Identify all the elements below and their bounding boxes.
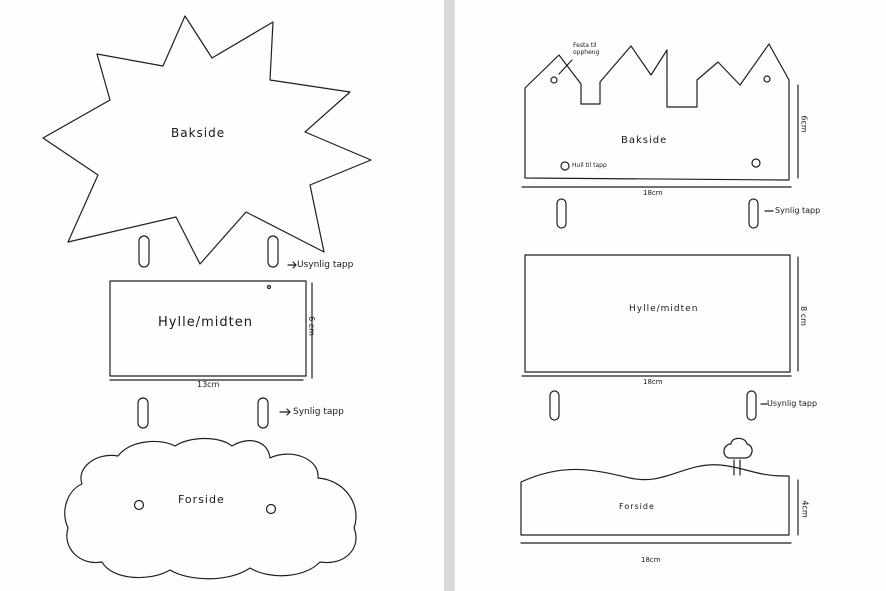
back-label: Bakside xyxy=(171,126,226,140)
hidden-tab-left xyxy=(138,235,150,268)
visible-tab-label: Synlig tapp xyxy=(775,206,821,215)
front-width-label: 18cm xyxy=(641,556,661,564)
shelf-width-label: 18cm xyxy=(643,378,663,386)
back-label: Bakside xyxy=(621,135,668,146)
back-height-label: 6cm xyxy=(799,115,809,133)
houses-back-piece xyxy=(524,43,790,181)
tree-icon xyxy=(723,437,753,476)
hanging-hole-pointer xyxy=(558,59,573,75)
visible-tab-arrowhead xyxy=(286,408,291,416)
shelf-piece xyxy=(109,280,307,377)
hanging-hole-left xyxy=(550,76,558,84)
shelf-height-label: 8 cm xyxy=(798,306,808,326)
back-width-label: 18cm xyxy=(643,189,663,197)
hidden-tab-label: Usynlig tapp xyxy=(297,260,354,270)
tab-hole-label: Hull til tapp xyxy=(572,162,607,169)
shelf-hole-mark xyxy=(266,284,272,290)
shelf-width-label: 13cm xyxy=(197,380,220,389)
left-template-page: Bakside Usynlig tapp Hylle/midten 6 cm 1… xyxy=(0,0,444,591)
star-back-piece xyxy=(42,15,372,265)
shelf-label: Hylle/midten xyxy=(158,315,253,330)
tab-hole-right xyxy=(751,158,761,168)
shelf-label: Hylle/midten xyxy=(629,304,699,314)
front-height-label: 4cm xyxy=(800,500,810,518)
visible-tab-right xyxy=(748,198,759,229)
left-template-drawing xyxy=(42,15,372,580)
hidden-tab-label: Usynlig tapp xyxy=(767,399,818,408)
right-template-page: Festa til oppheng Bakside Hull til tapp … xyxy=(455,0,886,591)
hidden-tab-right xyxy=(746,390,757,421)
hidden-tab-arrowhead xyxy=(292,261,297,269)
front-label: Forside xyxy=(619,502,655,511)
front-label: Forside xyxy=(178,493,225,506)
landscape-front-piece xyxy=(520,464,790,536)
visible-tab-label: Synlig tapp xyxy=(293,407,344,417)
cloud-front-piece xyxy=(64,437,357,580)
visible-tab-right xyxy=(257,397,269,429)
visible-tab-left xyxy=(137,397,149,429)
hanging-hole-label: Festa til oppheng xyxy=(573,42,600,56)
right-template-drawing xyxy=(520,43,799,544)
hanging-hole-right xyxy=(763,75,771,83)
shelf-height-label: 6 cm xyxy=(306,316,316,336)
visible-tab-left xyxy=(556,198,567,229)
hidden-tab-right xyxy=(267,235,279,268)
hidden-tab-left xyxy=(549,390,560,421)
tab-hole-left xyxy=(560,161,570,171)
shelf-piece xyxy=(524,254,791,373)
cloud-hole-right xyxy=(265,503,277,515)
cloud-hole-left xyxy=(133,499,145,511)
